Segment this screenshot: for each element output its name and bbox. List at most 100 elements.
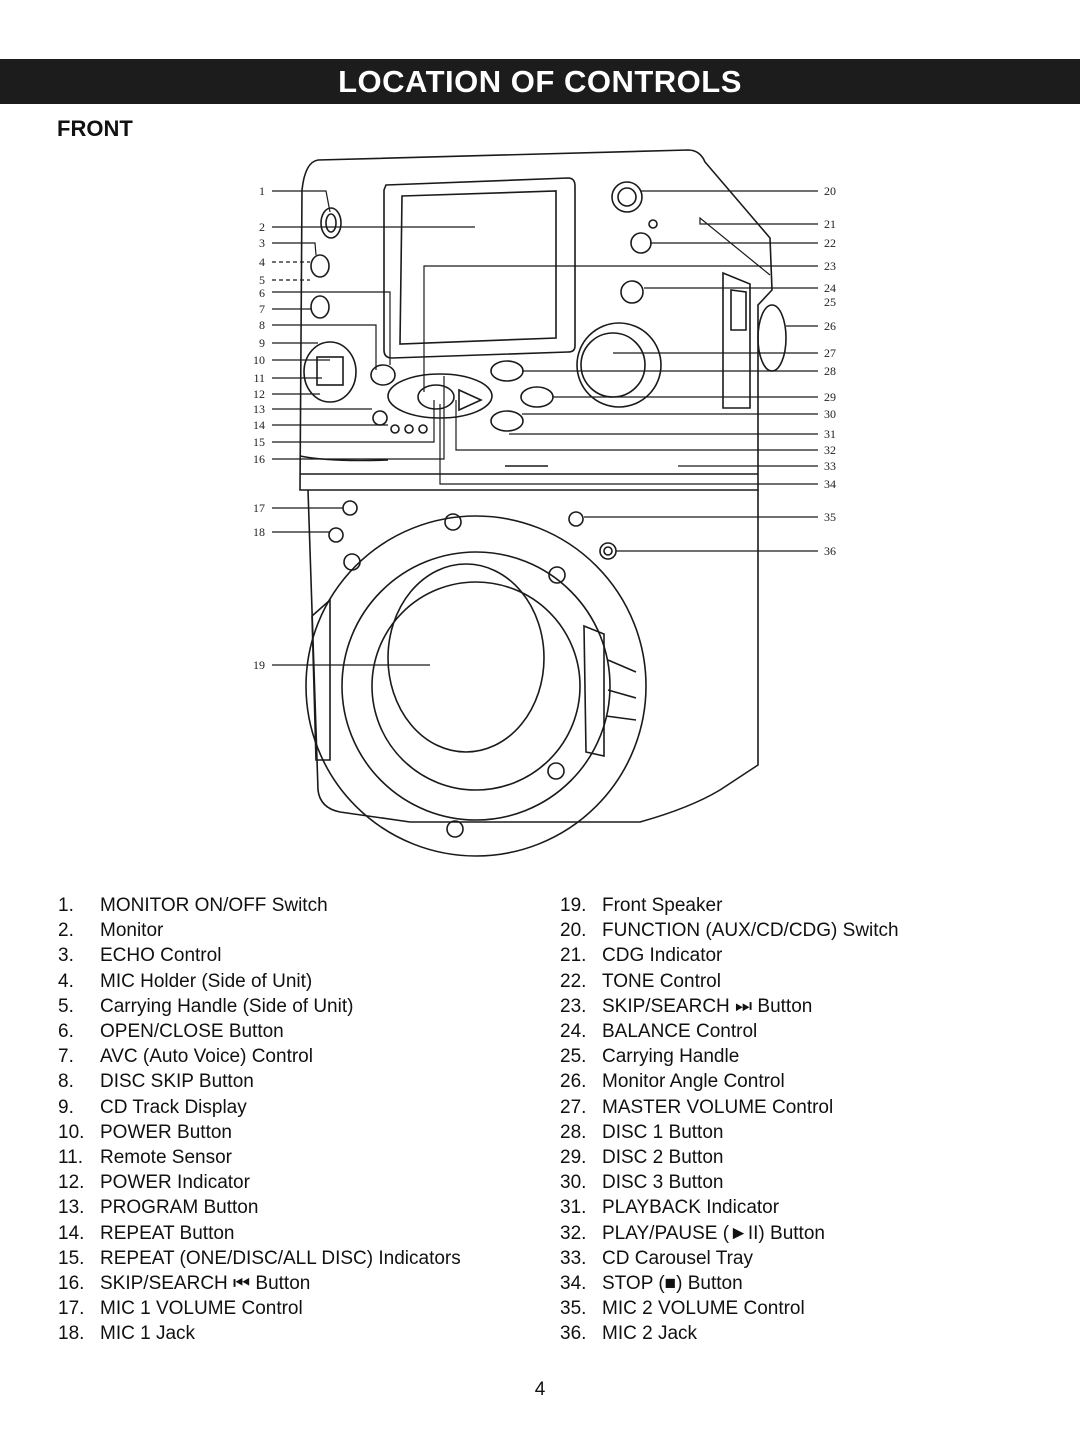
item-number: 19.: [560, 895, 587, 916]
item-label: Front Speaker: [602, 895, 723, 916]
item-label: TONE Control: [602, 970, 721, 992]
item-label: BALANCE Control: [602, 1021, 758, 1043]
callout-number: 35: [824, 510, 836, 524]
list-item: 12.POWER Indicator: [58, 1170, 538, 1195]
list-item: 16.SKIP/SEARCH ⏮ Button: [58, 1271, 538, 1296]
list-item: 6.OPEN/CLOSE Button: [58, 1019, 538, 1044]
callout-number: 23: [824, 259, 836, 273]
item-label: POWER Button: [100, 1121, 232, 1143]
page-title-banner: LOCATION OF CONTROLS: [0, 59, 1080, 104]
item-label: AVC (Auto Voice) Control: [100, 1046, 313, 1068]
callout-number: 5: [259, 273, 265, 287]
item-number: 14.: [58, 1222, 85, 1244]
callout-number: 17: [253, 501, 265, 515]
monitor-angle-knob: [757, 304, 787, 372]
callout-number: 36: [824, 544, 836, 558]
list-item: 32. PLAY/PAUSE (►II) Button: [560, 1221, 1060, 1246]
item-number: 18.: [58, 1323, 85, 1345]
list-item: 7.AVC (Auto Voice) Control: [58, 1044, 538, 1069]
callout-number: 13: [253, 402, 265, 416]
callout-lines: [272, 190, 818, 666]
item-number: 31.: [560, 1197, 587, 1219]
disc-3-button-shape: [490, 410, 524, 432]
callout-number: 6: [259, 286, 265, 300]
item-number: 13.: [58, 1197, 85, 1219]
list-item: 5.Carrying Handle (Side of Unit): [58, 994, 538, 1019]
item-label: PLAYBACK Indicator: [602, 1197, 780, 1219]
list-item: 9.CD Track Display: [58, 1095, 538, 1120]
item-number: 11.: [58, 1147, 84, 1169]
list-item: 26.Monitor Angle Control: [560, 1069, 1060, 1094]
callout-number: 14: [253, 418, 265, 432]
lower-housing: [307, 489, 759, 823]
list-item: 30. DISC 3 Button: [560, 1170, 1060, 1195]
callout-number: 32: [824, 443, 836, 457]
callout-number: 28: [824, 364, 836, 378]
item-label: MIC 1 VOLUME Control: [100, 1298, 303, 1320]
tone-knob: [630, 232, 652, 254]
item-number: 1.: [58, 895, 74, 916]
right-callout-numbers: 20 21 22 23 24 25 26 27 28 29 30 31 32 3…: [824, 184, 836, 558]
item-label: PLAY/PAUSE (►II) Button: [602, 1222, 825, 1244]
item-label: DISC 1 Button: [602, 1121, 724, 1143]
master-volume-knob: [576, 322, 662, 408]
item-label: REPEAT Button: [100, 1222, 235, 1244]
avc-knob: [310, 295, 330, 319]
list-item: 10. POWER Button: [58, 1120, 538, 1145]
callout-number: 29: [824, 390, 836, 404]
list-item: 13.PROGRAM Button: [58, 1195, 538, 1220]
callout-number: 22: [824, 236, 836, 250]
list-item: 25.Carrying Handle: [560, 1044, 1060, 1069]
list-item: 20. FUNCTION (AUX/CD/CDG) Switch: [560, 918, 1060, 943]
item-number: 6.: [58, 1021, 74, 1043]
list-item: 36.MIC 2 Jack: [560, 1321, 1060, 1346]
list-item: 22.TONE Control: [560, 969, 1060, 994]
power-button-housing: [303, 341, 357, 403]
upper-housing: [299, 149, 773, 491]
list-item: 33.CD Carousel Tray: [560, 1246, 1060, 1271]
callout-number: 31: [824, 427, 836, 441]
item-label: Carrying Handle (Side of Unit): [100, 995, 354, 1017]
speaker-cone: [387, 563, 545, 753]
item-number: 29.: [560, 1147, 587, 1169]
callout-number: 18: [253, 525, 265, 539]
list-item: 24.BALANCE Control: [560, 1019, 1060, 1044]
callout-number: 3: [259, 236, 265, 250]
item-label: DISC 3 Button: [602, 1172, 724, 1194]
list-item: 27.MASTER VOLUME Control: [560, 1095, 1060, 1120]
item-number: 32.: [560, 1222, 587, 1244]
item-label: MIC 1 Jack: [100, 1323, 196, 1345]
left-callout-numbers: 1 2 3 4 5 6 7 8 9 10 11 12 13 14 15 16 1…: [253, 184, 265, 672]
item-label: CDG Indicator: [602, 945, 723, 967]
item-label: POWER Indicator: [100, 1172, 250, 1194]
item-label: MIC 2 VOLUME Control: [602, 1298, 805, 1320]
item-label: FUNCTION (AUX/CD/CDG) Switch: [602, 920, 899, 942]
item-label: MONITOR ON/OFF Switch: [100, 895, 328, 916]
item-number: 10.: [58, 1121, 85, 1143]
callout-number: 7: [259, 302, 265, 316]
list-item: 1. MONITOR ON/OFF Switch: [58, 893, 538, 918]
monitor-screen: [383, 177, 576, 359]
list-item: 29.DISC 2 Button: [560, 1145, 1060, 1170]
item-label: MIC 2 Jack: [602, 1323, 698, 1345]
callout-number: 4: [259, 255, 265, 269]
item-label: REPEAT (ONE/DISC/ALL DISC) Indicators: [100, 1247, 461, 1269]
list-item: 4.MIC Holder (Side of Unit): [58, 969, 538, 994]
item-number: 17.: [58, 1298, 85, 1320]
list-item: 19. Front Speaker: [560, 893, 1060, 918]
item-label: DISC SKIP Button: [100, 1071, 254, 1093]
item-number: 4.: [58, 970, 74, 992]
function-switch: [611, 181, 643, 213]
list-item: 15.REPEAT (ONE/DISC/ALL DISC) Indicators: [58, 1246, 538, 1271]
mic-2-jack-shape: [599, 542, 617, 560]
item-number: 30.: [560, 1172, 587, 1194]
item-number: 26.: [560, 1071, 587, 1093]
item-number: 9.: [58, 1096, 74, 1118]
item-number: 20.: [560, 920, 587, 942]
callout-number: 12: [253, 387, 265, 401]
callout-number: 11: [253, 371, 265, 385]
echo-knob: [310, 254, 330, 278]
callout-number: 1: [259, 184, 265, 198]
controls-list-left: 1.MONITOR ON/OFF Switch 2.Monitor 3.ECHO…: [58, 893, 538, 1347]
callout-number: 25: [824, 295, 836, 309]
